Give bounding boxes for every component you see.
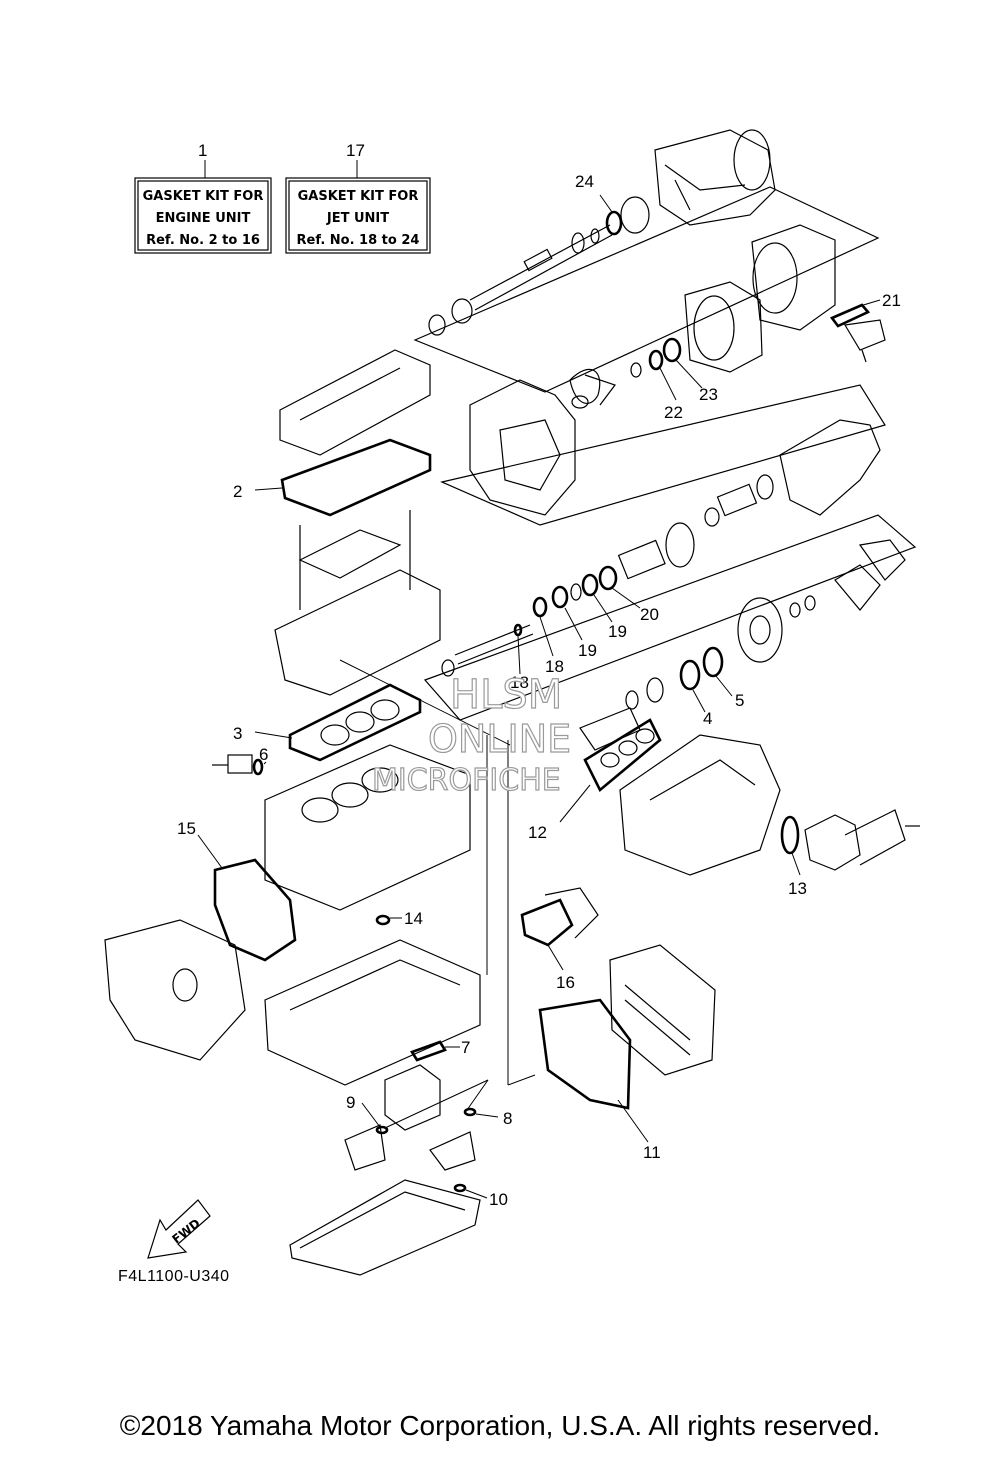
callout-6: 6 — [259, 745, 268, 764]
oil-cooler — [609, 944, 716, 1076]
oil-pump — [344, 1064, 476, 1171]
gasket-21 — [829, 303, 871, 328]
driveshaft-housing — [617, 419, 881, 580]
intake-housing — [469, 379, 576, 516]
circlip-18a — [532, 596, 548, 618]
callout-8: 8 — [503, 1109, 512, 1128]
forward-arrow-label: FWD — [169, 1216, 202, 1246]
impeller-shaft — [428, 196, 650, 336]
oil-seal-4 — [679, 659, 701, 691]
copyright-notice: ©2018 Yamaha Motor Corporation, U.S.A. A… — [119, 1410, 881, 1441]
engine-kit-line-1: GASKET KIT FOR — [143, 189, 264, 204]
jet-kit-line-1: GASKET KIT FOR — [298, 189, 419, 204]
callout-4: 4 — [703, 709, 712, 728]
gasket-15 — [213, 858, 297, 962]
callout-2: 2 — [233, 482, 242, 501]
gasket-16 — [520, 898, 574, 947]
gasket-6 — [252, 758, 264, 776]
callout-12: 12 — [528, 823, 547, 842]
impeller — [569, 368, 616, 409]
sensor-6 — [212, 754, 253, 774]
svg-text:ONLINE: ONLINE — [428, 717, 571, 761]
oil-seal-5 — [702, 646, 724, 678]
watermark: HLSM ONLINE MICROFICHE — [371, 671, 571, 798]
gasket-7 — [410, 1040, 447, 1062]
valve-cover — [279, 349, 431, 456]
exhaust-manifold — [619, 734, 781, 876]
callout-20: 20 — [640, 605, 659, 624]
drive-shaft-frame — [423, 514, 917, 721]
gasket-kit-engine-box[interactable]: 1 GASKET KIT FOR ENGINE UNIT Ref. No. 2 … — [134, 141, 272, 254]
lower-crankcase — [264, 939, 481, 1086]
cylinder-block — [264, 744, 471, 911]
gasket-10 — [453, 1183, 467, 1193]
callout-3: 3 — [233, 724, 242, 743]
o-ring-18b — [513, 623, 523, 637]
callout-14: 14 — [404, 909, 423, 928]
oil-seal-19b — [551, 585, 569, 609]
crankcase-cover — [104, 919, 246, 1061]
callout-24: 24 — [575, 172, 594, 191]
drive-shaft — [441, 624, 534, 677]
diagram-code: F4L1100-U340 — [118, 1268, 230, 1285]
callout-19-a: 19 — [608, 622, 627, 641]
gasket-13 — [780, 815, 800, 855]
coupling-assembly — [737, 539, 906, 663]
jet-kit-line-2: JET UNIT — [326, 211, 389, 226]
coupling-shaft — [579, 677, 664, 751]
callout-16: 16 — [556, 973, 575, 992]
o-ring-24 — [605, 210, 623, 236]
cylinder-head — [274, 510, 441, 696]
callout-7: 7 — [461, 1038, 470, 1057]
oil-seal-20 — [598, 565, 618, 591]
callout-21: 21 — [882, 291, 901, 310]
svg-text:MICROFICHE: MICROFICHE — [372, 763, 561, 798]
nozzle-housing — [684, 224, 886, 373]
callout-11: 11 — [643, 1143, 661, 1162]
o-ring-9 — [375, 1125, 389, 1135]
forward-arrow-icon: FWD — [147, 1199, 211, 1259]
callout-13: 13 — [788, 879, 807, 898]
svg-text:HLSM: HLSM — [450, 672, 562, 718]
callout-18-a: 18 — [545, 657, 564, 676]
jet-unit-frame — [413, 186, 880, 393]
oil-cooler-gasket-11 — [538, 998, 632, 1110]
callout-15: 15 — [177, 819, 196, 838]
callout-19-b: 19 — [578, 641, 597, 660]
engine-kit-line-3: Ref. No. 2 to 16 — [146, 233, 260, 248]
callout-9: 9 — [346, 1093, 355, 1112]
callout-22: 22 — [664, 403, 683, 422]
jet-kit-line-3: Ref. No. 18 to 24 — [297, 233, 420, 248]
oil-seal-22 — [648, 349, 664, 371]
oil-seal-19a — [581, 573, 599, 597]
oil-seal-23 — [662, 337, 682, 363]
o-ring-14 — [375, 914, 391, 926]
engine-kit-line-2: ENGINE UNIT — [156, 211, 251, 226]
callout-5: 5 — [735, 691, 744, 710]
callout-10: 10 — [489, 1190, 508, 1209]
callout-18-b: 18 — [510, 673, 529, 692]
jet-pump-housing — [654, 129, 776, 226]
callout-17: 17 — [346, 141, 365, 160]
o-ring-8 — [463, 1107, 477, 1117]
exhaust-gasket-12 — [583, 718, 662, 793]
callout-1: 1 — [198, 141, 207, 160]
gasket-kit-jet-box[interactable]: 17 GASKET KIT FOR JET UNIT Ref. No. 18 t… — [285, 141, 431, 254]
head-cover-gasket-2 — [280, 438, 432, 517]
oil-pan — [289, 1179, 481, 1276]
exhaust-outlet-pipe — [804, 809, 920, 871]
jet-housing-frame — [440, 384, 886, 526]
callout-23: 23 — [699, 385, 718, 404]
